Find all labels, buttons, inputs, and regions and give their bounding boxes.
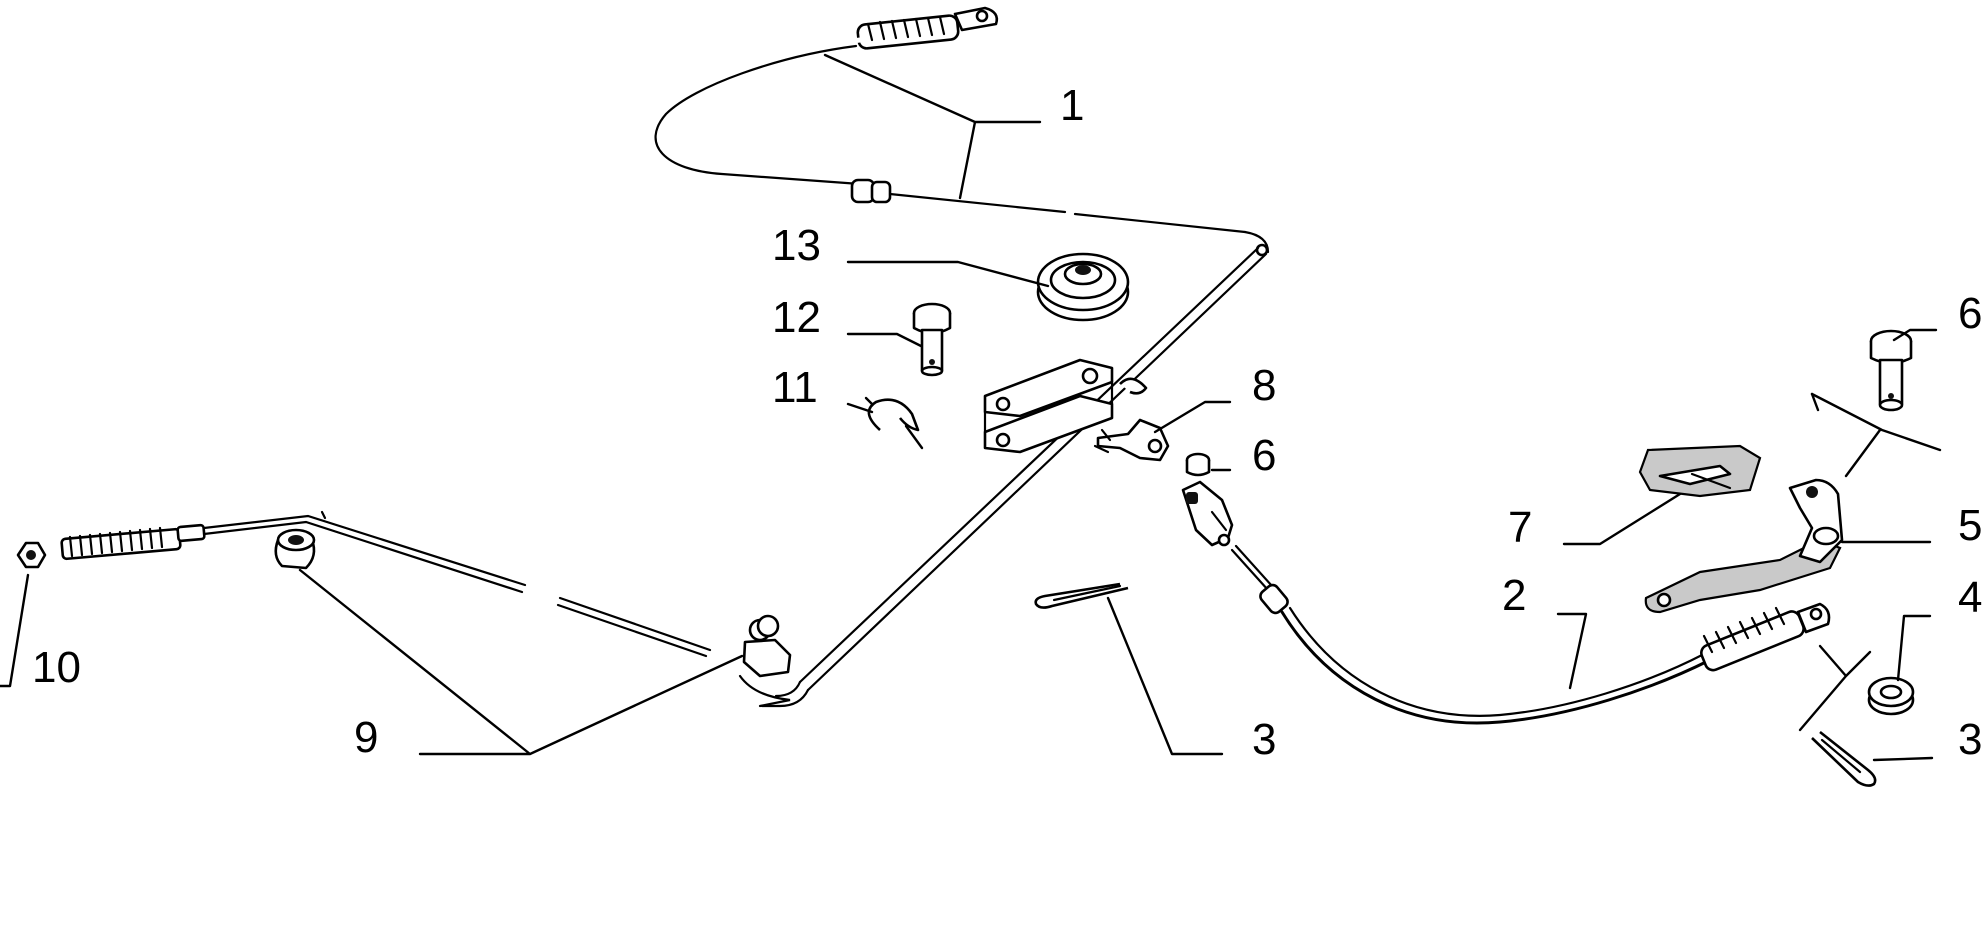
- part-2-cable-lower: [1230, 544, 1831, 725]
- part-3-split-pin-center: [1034, 582, 1129, 609]
- part-11-spring-clip: [864, 396, 924, 450]
- label-12: 12: [772, 293, 821, 342]
- label-4: 4: [1958, 573, 1982, 622]
- label-6-center: 6: [1252, 431, 1276, 480]
- part-12-pin: [912, 302, 952, 377]
- part-4-washer: [1867, 676, 1915, 716]
- part-10-nut: [16, 541, 47, 569]
- label-6-right: 6: [1958, 289, 1982, 338]
- callout-labels: 1 2 3 3 4 5 6 6 7 8 9 10 11 12 13: [32, 81, 1982, 764]
- label-8: 8: [1252, 361, 1276, 410]
- label-3-center: 3: [1252, 715, 1276, 764]
- label-1: 1: [1060, 81, 1084, 130]
- label-10: 10: [32, 643, 81, 692]
- label-3-right: 3: [1958, 715, 1982, 764]
- left-rod: [60, 510, 712, 658]
- label-11: 11: [772, 363, 818, 412]
- label-2: 2: [1502, 571, 1526, 620]
- part-9-clip-lower: [738, 614, 792, 708]
- part-6-pin-center: [1185, 452, 1211, 477]
- label-13: 13: [772, 221, 821, 270]
- part-1-threaded-end: [856, 6, 999, 50]
- part-5-lever: [1644, 478, 1844, 614]
- cable-fork-end: [1181, 480, 1234, 547]
- part-7-pad: [1638, 444, 1762, 498]
- label-7: 7: [1508, 503, 1532, 552]
- part-9-bushing: [274, 528, 316, 570]
- leader-lines: [0, 53, 1942, 762]
- part-1-cable-upper: [645, 6, 1270, 708]
- label-5: 5: [1958, 501, 1982, 550]
- part-6-pin-right: [1869, 329, 1913, 412]
- part-8-bracket: [1093, 418, 1170, 462]
- part-3-split-pin-right: [1811, 730, 1877, 787]
- label-9: 9: [354, 713, 378, 762]
- part-2-threaded-end: [1700, 602, 1831, 672]
- part-13-pulley: [1036, 252, 1130, 322]
- bracket-plates: [983, 358, 1148, 454]
